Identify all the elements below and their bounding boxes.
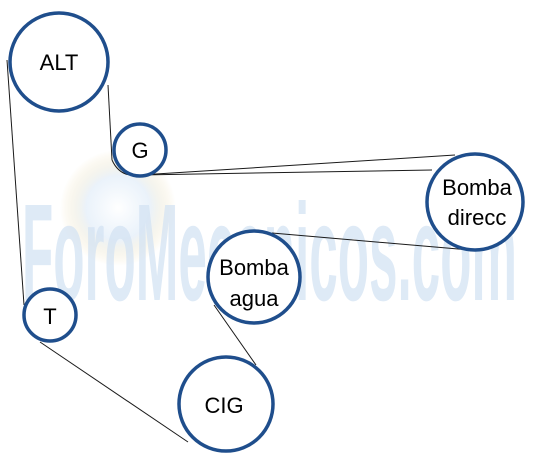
belt-segment-bomba-agua-bomba-direcc [271,232,471,251]
pulley-bomba-direcc-label-line2: direcc [448,205,507,230]
belt-segment-alt-g [107,84,113,161]
pulley-g: G [112,122,168,178]
pulley-alt-circle [8,11,110,113]
pulley-bomba-agua-label-line2: agua [230,286,280,311]
belt-segment-g-bomba-direcc [139,154,456,176]
belt-segment-g-bomba-direcc-inner [139,169,433,176]
pulley-cig-label: CIG [204,393,243,418]
belt [6,59,471,443]
pulley-g-circle [112,122,168,178]
belt-segment-alt-t [6,59,25,306]
belt-segment-t-cig [39,341,189,443]
watermark-glow [60,150,176,266]
pulley-alt: ALT [8,11,110,113]
pulley-bomba-direcc-label-line1: Bomba [442,175,512,200]
pulley-alt-label: ALT [40,50,79,75]
pulley-cig: CIG [177,355,275,453]
pulley-t: T [22,287,78,343]
pulley-cig-circle [177,355,275,453]
pulley-t-label: T [43,304,56,329]
pulley-bomba-direcc: Bomba direcc [425,152,525,252]
pulley-bomba-agua-circle [206,229,302,325]
pulley-g-label: G [131,138,148,163]
pulley-bomba-agua: Bomba agua [206,229,302,325]
pulley-bomba-agua-label-line1: Bomba [219,255,289,280]
pulley-t-circle [22,287,78,343]
pulley-bomba-direcc-circle [425,152,525,252]
belt-segment-bomba-agua-cig [213,304,257,366]
